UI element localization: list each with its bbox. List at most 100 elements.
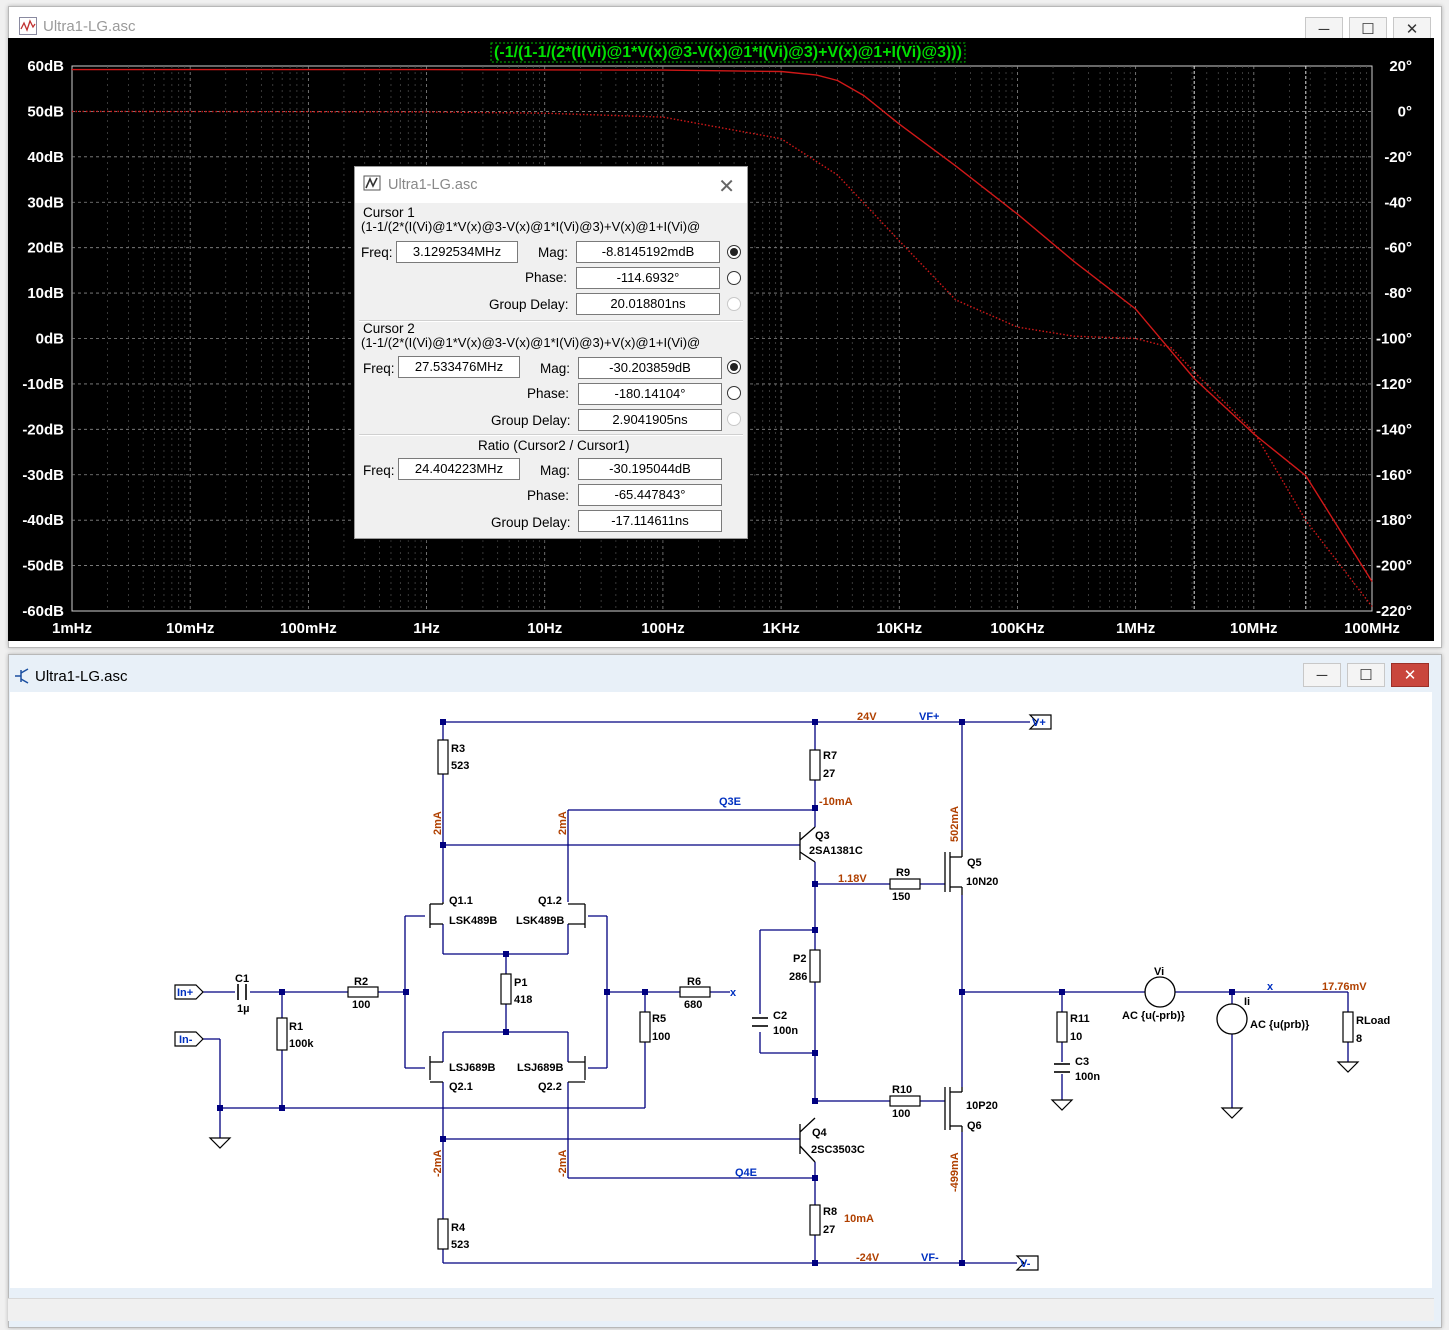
cursor1-phase-radio[interactable] (727, 271, 741, 285)
minimize-button[interactable]: ─ (1305, 17, 1343, 41)
cursor1-mag-field[interactable]: -8.8145192mdB (576, 241, 720, 263)
capacitor-symbols[interactable] (237, 984, 1070, 1073)
c2-value: 100n (773, 1025, 798, 1037)
cursor2-phase-radio[interactable] (727, 386, 741, 400)
ratio-phase-field[interactable]: -65.447843° (578, 484, 722, 506)
y-tick-label: 40dB (27, 149, 64, 166)
cursor2-gd-label: Group Delay: (491, 413, 571, 428)
ratio-freq-label: Freq: (363, 463, 395, 478)
ratio-phase-label: Phase: (527, 488, 570, 503)
r7-label: R7 (823, 750, 837, 762)
ratio-mag-label: Mag: (540, 463, 571, 478)
cursor1-heading: Cursor 1 (363, 205, 415, 220)
cursor2-mag-radio[interactable] (727, 360, 741, 374)
cursor1-gd-field[interactable]: 20.018801ns (576, 293, 720, 315)
expression-box (490, 42, 966, 63)
cursor-dialog-title: Ultra1-LG.asc (388, 177, 478, 193)
cursor2-mag-field[interactable]: -30.203859dB (578, 357, 722, 379)
ratio-mag-field[interactable]: -30.195044dB (578, 458, 722, 480)
maximize-button[interactable]: ☐ (1347, 663, 1385, 687)
ratio-freq-field[interactable]: 24.404223MHz (398, 458, 520, 480)
y-tick-label: -20dB (22, 421, 64, 438)
close-button[interactable]: ✕ (1393, 17, 1431, 41)
cursor-dialog-titlebar[interactable]: Ultra1-LG.asc ✕ (355, 167, 747, 203)
y2-tick-label: -120° (1376, 376, 1412, 393)
q3-label: Q3 (815, 830, 830, 842)
y2-tick-label: 20° (1389, 58, 1412, 75)
cursor1-freq-field[interactable]: 3.1292534MHz (396, 241, 518, 263)
c1-value: 1µ (237, 1003, 249, 1015)
trace-expression-label[interactable]: (-1/(1-1/(2*(I(Vi)@1*V(x)@3-V(x)@1*I(Vi)… (494, 44, 962, 61)
p2-value: 286 (789, 971, 807, 983)
schematic-icon (15, 668, 29, 684)
cursor-dialog: Ultra1-LG.asc ✕ Cursor 1 (1-1/(2*(I(Vi)@… (354, 166, 748, 539)
q4-label: Q4 (812, 1127, 828, 1139)
net-q4e: Q4E (735, 1167, 757, 1179)
y2-tick-label: -80° (1384, 285, 1412, 302)
ratio-heading: Ratio (Cursor2 / Cursor1) (478, 438, 630, 453)
annotation-2ma-a: 2mA (432, 811, 444, 835)
schematic-window-titlebar[interactable]: Ultra1-LG.asc ─ ☐ ✕ (9, 655, 1441, 693)
y-tick-label: -60dB (22, 603, 64, 620)
cursor1-gd-radio[interactable] (727, 297, 741, 311)
y-tick-label: -30dB (22, 467, 64, 484)
transistor-symbols[interactable] (429, 826, 963, 1163)
x-tick-label: 100MHz (1344, 620, 1400, 637)
schematic-wires (201, 721, 1349, 1264)
q21-label: Q2.1 (449, 1081, 473, 1093)
schematic-window-title: Ultra1-LG.asc (35, 668, 128, 685)
x-tick-label: 10MHz (1230, 620, 1278, 637)
net-x2: x (1267, 981, 1274, 993)
schematic-canvas[interactable]: In+ In- V+ V- Q3E Q4E VF+ VF- x x 24V -2… (10, 692, 1432, 1288)
cursor2-phase-field[interactable]: -180.14104° (578, 383, 722, 405)
y2-tick-label: -160° (1376, 467, 1412, 484)
net-x1: x (730, 987, 737, 999)
ii-label: Ii (1244, 996, 1250, 1008)
q12-value: LSK489B (516, 915, 564, 927)
q22-label: Q2.2 (538, 1081, 562, 1093)
y2-tick-label: -200° (1376, 558, 1412, 575)
q11-value: LSK489B (449, 915, 497, 927)
resistor-symbols[interactable] (276, 739, 1354, 1250)
r2-value: 100 (352, 999, 370, 1011)
cursor2-gd-field[interactable]: 2.9041905ns (578, 409, 722, 431)
r3-value: 523 (451, 760, 469, 772)
r9-value: 150 (892, 891, 910, 903)
cursor2-expression: (1-1/(2*(I(Vi)@1*V(x)@3-V(x)@1*I(Vi)@3)+… (361, 335, 701, 350)
port-flags[interactable] (174, 714, 1052, 1271)
q4-value: 2SC3503C (811, 1144, 865, 1156)
x-tick-label: 10Hz (527, 620, 562, 637)
cursor1-mag-radio[interactable] (727, 245, 741, 259)
q6-label: Q6 (967, 1120, 982, 1132)
port-in-plus: In+ (177, 987, 193, 999)
status-bar (8, 1298, 1434, 1321)
port-v-minus: V- (1020, 1258, 1031, 1270)
phase-trace (71, 110, 1373, 607)
r1-value: 100k (289, 1038, 314, 1050)
cursor2-freq-field[interactable]: 27.533476MHz (398, 356, 520, 378)
p1-label: P1 (514, 977, 527, 989)
close-icon[interactable]: ✕ (718, 176, 735, 198)
r4-label: R4 (451, 1222, 466, 1234)
cursor1-phase-field[interactable]: -114.6932° (576, 267, 720, 289)
waveform-viewer-icon (19, 17, 37, 35)
q22-value: LSJ689B (517, 1062, 564, 1074)
minimize-button[interactable]: ─ (1303, 663, 1341, 687)
port-in-minus: In- (179, 1034, 193, 1046)
y2-tick-label: -100° (1376, 331, 1412, 348)
annotation-24v: 24V (857, 711, 877, 723)
annotation-502ma: 502mA (949, 806, 961, 842)
vi-value: AC {u(-prb)} (1122, 1010, 1186, 1022)
source-symbols[interactable] (1144, 976, 1248, 1035)
c2-label: C2 (773, 1010, 787, 1022)
cursor2-gd-radio[interactable] (727, 412, 741, 426)
c3-value: 100n (1075, 1071, 1100, 1083)
net-vf-plus: VF+ (919, 711, 939, 723)
y-tick-label: 20dB (27, 240, 64, 257)
ratio-gd-field[interactable]: -17.114611ns (578, 510, 722, 532)
plot-window-title: Ultra1-LG.asc (43, 18, 136, 35)
close-button[interactable]: ✕ (1391, 663, 1429, 687)
annotation-minus-2ma-a: -2mA (432, 1149, 444, 1177)
x-tick-label: 10mHz (166, 620, 214, 637)
